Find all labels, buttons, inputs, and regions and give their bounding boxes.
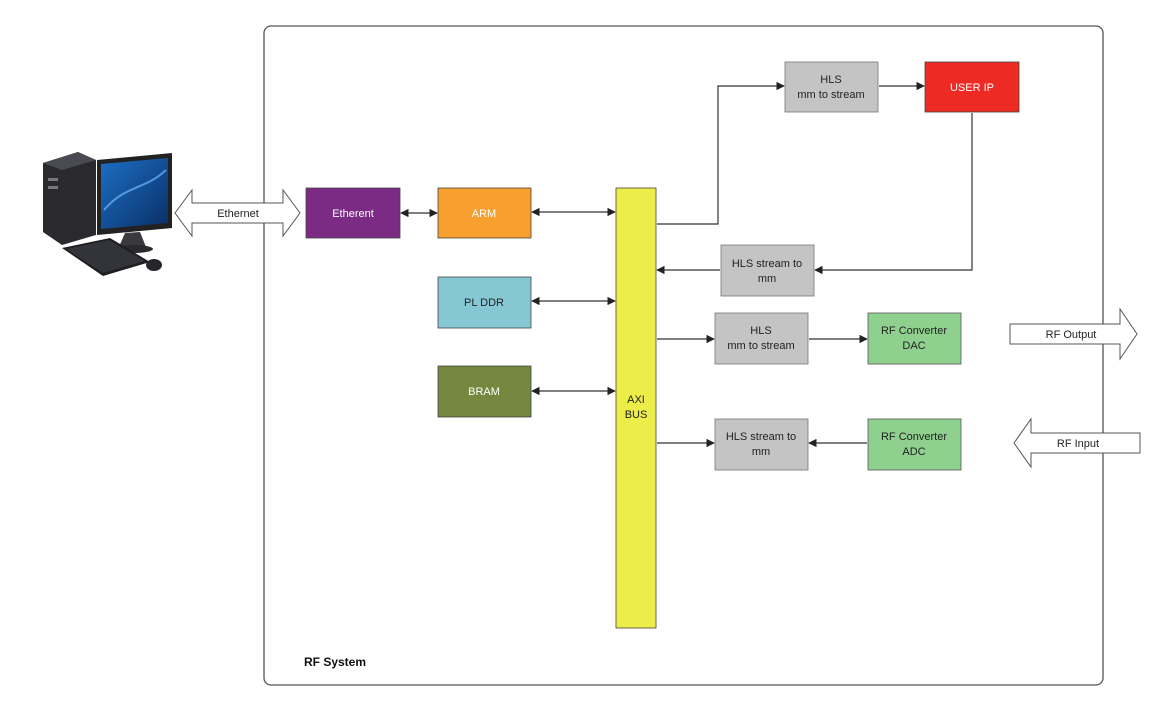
etherent-label: Etherent <box>332 208 374 220</box>
rf-converter-adc-line1: RF Converter <box>881 431 947 443</box>
pl-ddr-block: PL DDR <box>437 276 532 329</box>
rf-output-label: RF Output <box>1046 329 1097 341</box>
hls-stream-to-mm-top-line1: HLS stream to <box>732 258 802 270</box>
axi-bus-label-line1: AXI <box>627 394 645 406</box>
axi-bus-label-line2: BUS <box>625 409 648 421</box>
rf-converter-adc-line2: ADC <box>902 446 925 458</box>
hls-stream-to-mm-top-line2: mm <box>758 273 776 285</box>
rf-converter-dac-line2: DAC <box>902 340 925 352</box>
hls-mm-to-stream-top-line1: HLS <box>820 74 841 86</box>
hls-stream-to-mm-adc-block: HLS stream to mm <box>714 418 809 471</box>
bram-label: BRAM <box>468 386 500 398</box>
computer-icon <box>43 152 172 276</box>
rf-converter-dac-line1: RF Converter <box>881 325 947 337</box>
hls-stream-to-mm-adc-line2: mm <box>752 446 770 458</box>
rf-system-boundary <box>263 25 1104 686</box>
hls-mm-to-stream-dac-block: HLS mm to stream <box>714 312 809 365</box>
userip-to-hls-s2mm-connector <box>814 113 973 275</box>
hls-mm-to-stream-dac-line2: mm to stream <box>727 340 794 352</box>
rf-converter-dac-block: RF Converter DAC <box>867 312 962 365</box>
ethernet-link-label: Ethernet <box>217 208 259 220</box>
hls-mm-to-stream-dac-line1: HLS <box>750 325 771 337</box>
pl-ddr-label: PL DDR <box>464 297 504 309</box>
rf-input-arrow: RF Input <box>1013 417 1141 469</box>
rf-system-label: RF System <box>304 655 366 669</box>
hls-mm-to-stream-top-line2: mm to stream <box>797 89 864 101</box>
hls-stream-to-mm-top-block: HLS stream to mm <box>720 244 815 297</box>
axi-to-hls-top-connector <box>657 81 785 225</box>
rf-converter-adc-block: RF Converter ADC <box>867 418 962 471</box>
hls-stream-to-mm-adc-line1: HLS stream to <box>726 431 796 443</box>
arm-label: ARM <box>472 208 496 220</box>
hls-mm-to-stream-top-block: HLS mm to stream <box>784 61 879 113</box>
rf-input-label: RF Input <box>1057 438 1099 450</box>
etherent-block: Etherent <box>305 187 401 239</box>
user-ip-label: USER IP <box>950 82 994 94</box>
bram-block: BRAM <box>437 365 532 418</box>
axi-bus-block: AXI BUS <box>615 187 657 629</box>
user-ip-block: USER IP <box>924 61 1020 113</box>
ethernet-link-arrow: Ethernet <box>174 188 301 238</box>
arm-block: ARM <box>437 187 532 239</box>
rf-output-arrow: RF Output <box>1009 307 1138 361</box>
